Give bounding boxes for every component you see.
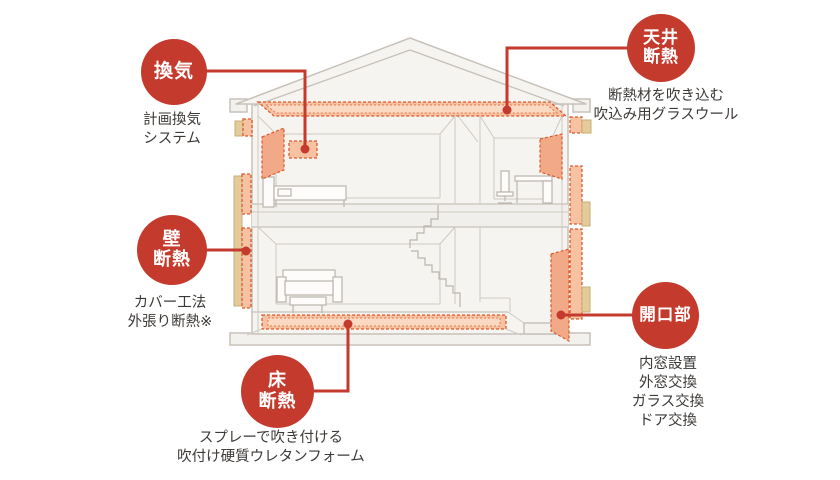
- callout-connectors: [205, 46, 634, 393]
- right-wall-insulation: [569, 116, 592, 320]
- caption-ventilation: 計画換気 システム: [143, 112, 201, 148]
- right-window-panel: [539, 133, 563, 180]
- badge-wall-label-line1: 壁: [162, 228, 182, 250]
- ventilation-dot: [300, 144, 310, 154]
- stairwell-walls: [454, 115, 481, 204]
- caption-opening: 内窓設置 外窓交換 ガラス交換 ドア交換: [631, 356, 705, 430]
- ventilation-connector: [205, 69, 307, 148]
- ceiling-connector: [505, 46, 629, 108]
- second-floor-slab: [252, 203, 568, 228]
- foundation: [229, 332, 591, 346]
- left-wall-insulation: [233, 118, 253, 309]
- badge-wall-label-line2: 断熱: [153, 249, 191, 270]
- badge-wall-insulation: 壁 断熱: [137, 215, 207, 285]
- badge-ceiling-insulation: 天井 断熱: [627, 14, 695, 82]
- floor-insulation-strip: [246, 314, 522, 336]
- caption-floor-insulation: スプレーで吹き付ける 吹付け硬質ウレタンフォーム: [177, 430, 365, 466]
- opening-dot: [556, 310, 566, 320]
- entry-area: [479, 227, 563, 335]
- badge-ventilation-label: 換気: [153, 60, 194, 83]
- wall-dot: [241, 246, 251, 256]
- ceiling-insulation-strip: [256, 101, 568, 117]
- left-window-panel: [261, 127, 285, 180]
- badge-ventilation: 換気: [141, 39, 207, 105]
- ceiling-dot: [502, 105, 512, 115]
- caption-wall-insulation: カバー工法 外張り断熱※: [127, 295, 213, 331]
- badge-floor-label-line2: 断熱: [258, 390, 297, 412]
- badge-opening: 開口部: [632, 282, 699, 349]
- badge-floor-insulation: 床 断熱: [241, 355, 314, 428]
- badge-ceiling-label-line2: 断熱: [643, 47, 679, 67]
- badge-ceiling-label-line1: 天井: [643, 27, 679, 48]
- entry-door-panel: [550, 248, 570, 343]
- sofa-and-table: [276, 269, 343, 313]
- floor-dot: [343, 319, 353, 329]
- staircase: [409, 205, 461, 307]
- badge-opening-label: 開口部: [639, 305, 692, 325]
- caption-ceiling-insulation: 断熱材を吹き込む 吹込み用グラスウール: [593, 88, 739, 124]
- badge-floor-label-line1: 床: [268, 370, 287, 392]
- bed: [262, 176, 347, 208]
- floor-connector: [312, 327, 350, 393]
- desk-and-chair: [496, 170, 553, 204]
